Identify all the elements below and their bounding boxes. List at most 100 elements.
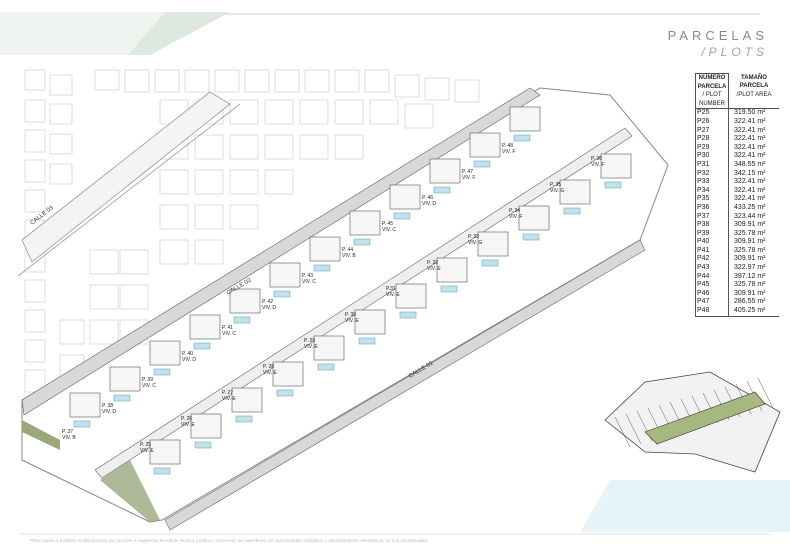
pool bbox=[393, 212, 411, 220]
house-right bbox=[600, 153, 632, 179]
table-header-row: NÚMERO PARCELA / PLOT NUMBER TAMAÑO PARC… bbox=[695, 72, 779, 110]
table-row: P32 342.15 m² bbox=[695, 169, 780, 179]
house-type-label: VIV. E bbox=[427, 266, 441, 272]
plot-number-cell: P36 bbox=[695, 203, 729, 213]
pool bbox=[353, 238, 371, 246]
plot-label: P. 38 bbox=[102, 403, 113, 409]
central-walkway bbox=[94, 127, 633, 479]
house-type-label: VIV. E bbox=[345, 318, 359, 324]
plot-area-cell: 322.97 m² bbox=[734, 264, 766, 272]
pool bbox=[440, 285, 458, 293]
pool bbox=[563, 207, 581, 215]
house-left bbox=[469, 132, 501, 158]
plot-area-cell: 342.15 m² bbox=[734, 169, 766, 177]
plot-number-cell: P39 bbox=[695, 229, 729, 239]
plot-label: P. 29 bbox=[304, 338, 315, 344]
house-left bbox=[229, 288, 261, 314]
disclaimer: Plano sujeto a posibles modificaciones p… bbox=[30, 538, 429, 543]
pool bbox=[604, 181, 622, 189]
pool bbox=[235, 415, 253, 423]
house-left bbox=[389, 184, 421, 210]
pool bbox=[513, 134, 531, 142]
pool bbox=[193, 342, 211, 350]
plot-number-cell: P45 bbox=[695, 281, 729, 290]
house-type-label: VIV. D bbox=[422, 201, 436, 207]
header-line: NUMBER bbox=[698, 100, 725, 107]
plot-area-cell: 405.25 m² bbox=[728, 307, 779, 317]
plot-label: P. 36 bbox=[591, 156, 602, 162]
house-right bbox=[436, 257, 468, 283]
plot-area-cell: 309.91 m² bbox=[734, 238, 766, 246]
house-type-label: VIV. E bbox=[263, 370, 277, 376]
plot-number-cell: P33 bbox=[695, 178, 729, 187]
header-line: NÚMERO bbox=[698, 75, 726, 81]
plot-label: P. 30 bbox=[345, 312, 356, 318]
plot-number-cell: P41 bbox=[695, 246, 729, 256]
plot-area-cell: 348.55 m² bbox=[734, 160, 766, 168]
plot-number-cell: P42 bbox=[695, 255, 729, 265]
house-type-label: VIV. D bbox=[262, 305, 276, 311]
house-left bbox=[509, 106, 541, 132]
house-type-label: VIV. B bbox=[342, 253, 356, 259]
plot-area-cell: 322.41 m² bbox=[734, 178, 766, 186]
house-left bbox=[109, 366, 141, 392]
plot-label: P. 33 bbox=[468, 234, 479, 240]
minimap-line bbox=[614, 416, 631, 448]
page-subtitle: /PLOTS bbox=[701, 45, 768, 59]
plot-label: P. 35 bbox=[550, 182, 561, 188]
house-right bbox=[190, 413, 222, 439]
background-blocks bbox=[24, 69, 480, 393]
pool bbox=[194, 441, 212, 449]
plot-number-cell: P32 bbox=[695, 169, 729, 179]
plot-label: P. 40 bbox=[182, 351, 193, 357]
house-left bbox=[149, 340, 181, 366]
plot-number-cell: P25 bbox=[695, 108, 729, 118]
house-right bbox=[149, 439, 181, 465]
pool bbox=[473, 160, 491, 168]
house-type-label: VIV. C bbox=[222, 331, 236, 337]
pool bbox=[399, 311, 417, 319]
plot-label: P. 48 bbox=[502, 143, 513, 149]
house-type-label: VIV. E bbox=[140, 448, 154, 454]
house-type-label: VIV. G bbox=[550, 188, 564, 194]
location-minimap bbox=[604, 371, 781, 473]
plot-label: P. 44 bbox=[342, 247, 353, 253]
house-type-label: VIV. E bbox=[222, 396, 236, 402]
plot-label: P. 47 bbox=[462, 169, 473, 175]
header-line: /PLOT AREA bbox=[736, 91, 772, 98]
plot-label: P. 45 bbox=[382, 221, 393, 227]
pool bbox=[153, 467, 171, 475]
plot-area-cell: 309.91 m² bbox=[734, 289, 766, 297]
house-type-label: VIV. E bbox=[181, 422, 195, 428]
house-type-label: VIV. F bbox=[502, 149, 515, 155]
footer-accent-shape bbox=[580, 480, 790, 532]
plot-area-cell: 397.12 m² bbox=[734, 272, 766, 280]
pool bbox=[481, 259, 499, 267]
plot-number-cell: P44 bbox=[695, 272, 729, 282]
table-row: P43 322.97 m² bbox=[695, 264, 780, 273]
plot-number-cell: P28 bbox=[695, 135, 729, 144]
minimap-line bbox=[757, 377, 774, 409]
title-block: PARCELAS /PLOTS bbox=[668, 28, 768, 59]
house-left bbox=[189, 314, 221, 340]
pool bbox=[113, 394, 131, 402]
table-row: P33 322.41 m² bbox=[695, 178, 780, 187]
plot-number-cell: P38 bbox=[695, 221, 729, 230]
house-left bbox=[269, 262, 301, 288]
house-type-label: VIV. D bbox=[182, 357, 196, 363]
plot-label: P. 46 bbox=[422, 195, 433, 201]
plot-number-cell: P43 bbox=[695, 264, 729, 273]
plot-label: P. 32 bbox=[427, 260, 438, 266]
plot-label: P. 37 bbox=[62, 429, 73, 435]
plot-number-cell: P35 bbox=[695, 195, 729, 204]
house-right bbox=[313, 335, 345, 361]
